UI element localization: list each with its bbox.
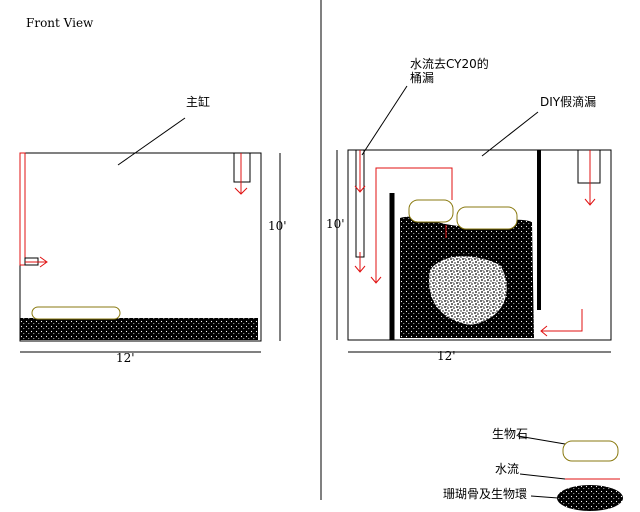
right-width-label: 12' <box>437 349 456 363</box>
left-tank-leader <box>117 117 186 166</box>
right-return-flow-path <box>541 309 583 332</box>
left-gravel-bed <box>20 318 258 340</box>
right-return-arrowhead <box>540 325 548 337</box>
right-flow-arrowhead-down <box>370 276 382 284</box>
right-bucket-label-line1: 水流去CY20的 <box>410 56 489 71</box>
legend: 生物石 水流 珊瑚骨及生物環 <box>443 427 623 511</box>
left-bio-stone <box>31 306 121 320</box>
legend-water-flow-leader <box>519 473 566 480</box>
right-bucket-label-line2: 桶漏 <box>410 70 434 85</box>
legend-coral-bone-label: 珊瑚骨及生物環 <box>443 486 527 501</box>
left-height-label: 10' <box>268 219 287 233</box>
legend-bio-stone-label: 生物石 <box>492 427 528 441</box>
right-bio-stone-1 <box>408 199 454 223</box>
page-title: Front View <box>26 16 94 30</box>
left-width-label: 12' <box>116 351 135 365</box>
right-inlet-lower-arrowhead <box>354 265 366 273</box>
right-media-highlight <box>429 256 507 325</box>
left-return-pipe <box>233 152 251 183</box>
left-intake-pipe <box>19 152 26 266</box>
legend-bio-stone-leader <box>517 435 566 445</box>
left-tank-label: 主缸 <box>186 94 210 109</box>
right-inlet-arrowhead <box>354 185 366 193</box>
right-bio-stone-2 <box>456 206 518 230</box>
legend-bio-stone-swatch <box>562 440 619 462</box>
right-return-pipe <box>577 149 601 184</box>
right-height-label: 10' <box>326 217 345 231</box>
right-tank: 水流去CY20的 桶漏 DIY假滴漏 12' 10' <box>326 56 612 363</box>
left-flow-arrowhead <box>39 256 48 268</box>
right-tank-outline <box>347 149 612 341</box>
legend-coral-bone-leader <box>530 495 559 499</box>
legend-water-flow-label: 水流 <box>495 462 519 476</box>
right-drip-label: DIY假滴漏 <box>540 94 596 109</box>
right-return-pipe-arrowhead <box>584 198 596 206</box>
left-tank: 主缸 12' 10' <box>19 94 287 365</box>
left-return-arrowhead <box>234 187 248 195</box>
legend-coral-bone-swatch <box>557 485 623 511</box>
right-bucket-leader <box>361 85 408 156</box>
right-drip-leader <box>481 111 539 157</box>
right-flow-path <box>375 167 453 283</box>
